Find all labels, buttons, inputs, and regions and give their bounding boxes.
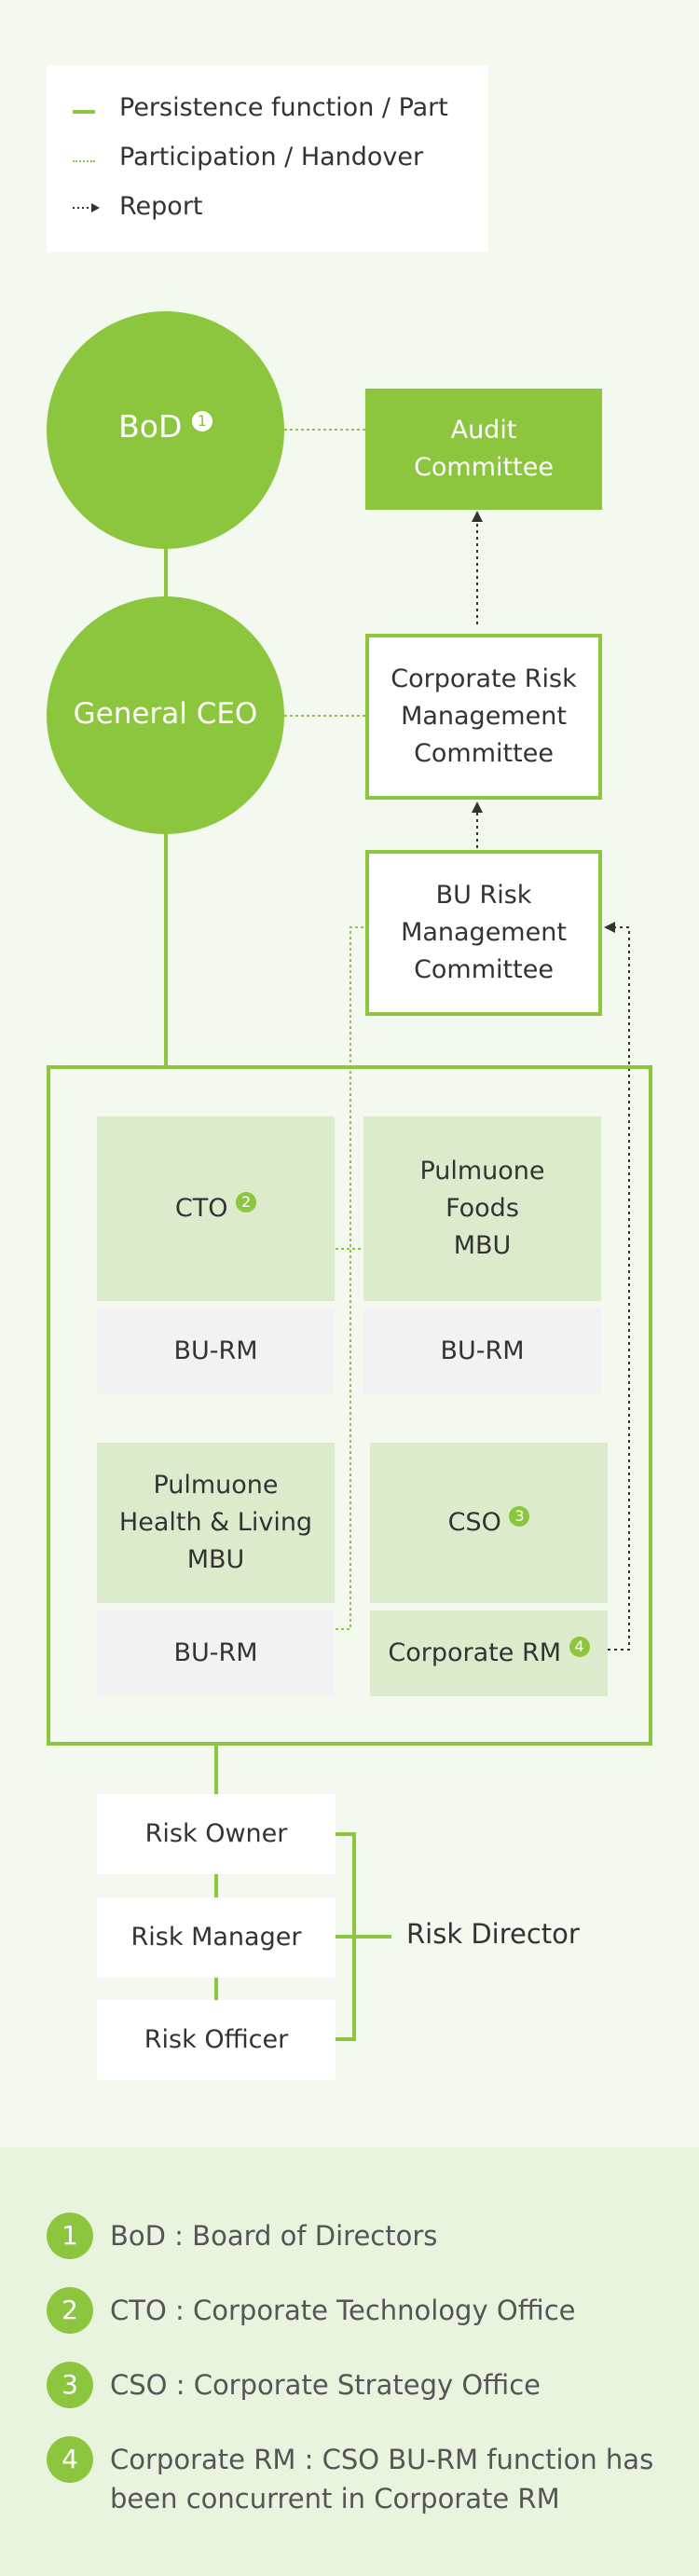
footnote-4-badge: 4 — [47, 2436, 93, 2483]
footnote-2-badge: 2 — [47, 2287, 93, 2334]
audit-line1: Audit — [450, 416, 517, 445]
footnote-4-icon: 4 — [569, 1637, 590, 1657]
foods-line2: Foods — [445, 1194, 519, 1223]
bu-rm-box-3: BU-RM — [97, 1610, 335, 1696]
bu-rm-label-3: BU-RM — [173, 1638, 258, 1667]
footnote-3-icon: 3 — [509, 1506, 530, 1527]
legend-participation: Participation / Handover — [119, 143, 424, 171]
crmc-line3: Committee — [414, 739, 554, 768]
connector-lines — [164, 429, 630, 2041]
risk-owner-label: Risk Owner — [144, 1819, 288, 1848]
audit-line2: Committee — [414, 453, 554, 482]
solid-line-icon — [73, 110, 95, 114]
footnote-2-text: CTO : Corporate Technology Office — [110, 2295, 576, 2326]
bod-circle: BoD 1 — [47, 311, 284, 549]
bod-label: BoD — [118, 408, 183, 445]
health-line1: Pulmuone — [153, 1471, 279, 1500]
business-units-container — [47, 1065, 652, 1746]
corporate-rm-label: Corporate RM — [388, 1638, 562, 1667]
risk-officer-label: Risk Officer — [144, 2025, 289, 2054]
cso-label: CSO — [447, 1508, 501, 1537]
risk-owner-box: Risk Owner — [97, 1794, 336, 1874]
general-ceo-circle: General CEO — [47, 596, 284, 834]
footnote-2-icon: 2 — [236, 1192, 257, 1213]
ceo-label: General CEO — [73, 697, 258, 731]
crmc-line2: Management — [401, 702, 567, 731]
risk-manager-label: Risk Manager — [130, 1923, 302, 1952]
dotted-line-icon — [73, 160, 95, 162]
bu-rm-label-2: BU-RM — [440, 1336, 525, 1365]
crmc-line1: Corporate Risk — [391, 665, 577, 693]
bu-rm-box-1: BU-RM — [97, 1309, 335, 1394]
corporate-rm-box: Corporate RM 4 — [370, 1610, 608, 1696]
footnote-4-text-line2: been concurrent in Corporate RM — [110, 2483, 560, 2514]
footnote-3-text: CSO : Corporate Strategy Office — [110, 2369, 541, 2401]
burmc-line2: Management — [401, 918, 567, 947]
foods-line3: MBU — [453, 1231, 512, 1260]
footnote-4-text-line1: Corporate RM : CSO BU-RM function has — [110, 2444, 654, 2475]
burmc-line3: Committee — [414, 955, 554, 984]
health-line3: MBU — [186, 1545, 245, 1574]
foods-line1: Pulmuone — [419, 1157, 545, 1185]
cso-box: CSO 3 — [370, 1443, 608, 1603]
footnote-1-badge: 1 — [47, 2213, 93, 2259]
bu-rm-box-2: BU-RM — [363, 1309, 601, 1394]
risk-officer-box: Risk Officer — [97, 2000, 336, 2080]
footnote-1-text: BoD : Board of Directors — [110, 2220, 438, 2252]
bu-rm-label-1: BU-RM — [173, 1336, 258, 1365]
cto-label: CTO — [174, 1194, 228, 1223]
footnotes-panel: 1 BoD : Board of Directors 2 CTO : Corpo… — [0, 2147, 699, 2576]
risk-manager-box: Risk Manager — [97, 1898, 336, 1978]
legend: Persistence function / Part Participatio… — [47, 65, 488, 252]
footnote-3-badge: 3 — [47, 2362, 93, 2408]
legend-persistence: Persistence function / Part — [119, 93, 448, 122]
health-line2: Health & Living — [118, 1508, 313, 1537]
footnote-1-icon: 1 — [191, 411, 212, 432]
risk-director-label: Risk Director — [406, 1918, 580, 1950]
report-arrow-icon — [73, 203, 100, 212]
legend-report: Report — [119, 192, 203, 221]
burmc-line1: BU Risk — [435, 881, 532, 910]
cto-box: CTO 2 — [97, 1117, 335, 1301]
